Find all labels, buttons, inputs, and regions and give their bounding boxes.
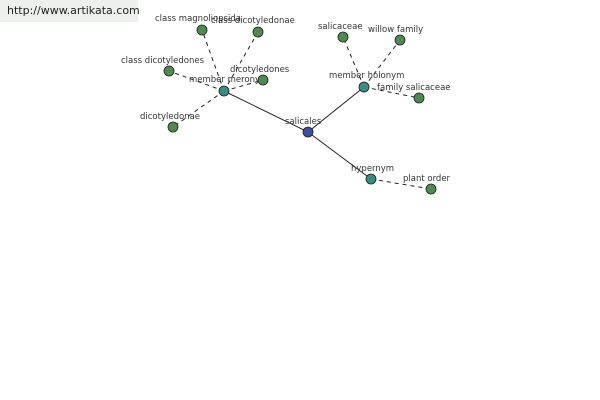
node-label-class-dicotyledonae: class dicotyledonae [211, 16, 295, 26]
node-dicotyledonae[interactable]: dicotyledonae [140, 112, 200, 133]
graph-nodes: salicales member meronym member holonym hyp… [121, 14, 451, 195]
node-hypernym[interactable]: hypernym [351, 164, 394, 185]
edge-member-meronym-to-class-dicotyledones [168, 70, 225, 92]
node-salicales[interactable]: salicales [285, 117, 322, 138]
edge-member-holonym-to-salicaceae [342, 36, 365, 88]
node-label-member-holonym: member holonym [329, 71, 404, 81]
node-label-class-dicotyledones: class dicotyledones [121, 56, 205, 66]
node-label-class-magnoliopsida: class magnoliopsida [155, 14, 241, 24]
watermark-bar: http://www.artikata.com [0, 0, 140, 22]
node-dot-class-dicotyledones[interactable] [163, 65, 175, 77]
node-member-meronym[interactable]: member meronym [189, 75, 268, 97]
edge-salicales-to-member-holonym [307, 86, 365, 133]
node-class-dicotyledones[interactable]: class dicotyledones [121, 56, 205, 77]
edge-salicales-to-member-meronym [223, 90, 309, 133]
node-dot-family-salicaceae[interactable] [413, 92, 425, 104]
node-dot-dicotyledones[interactable] [257, 74, 269, 86]
node-dot-salicales[interactable] [302, 126, 314, 138]
node-dot-member-holonym[interactable] [358, 81, 370, 93]
node-dicotyledones[interactable]: dicotyledones [230, 65, 290, 86]
edge-member-holonym-to-willow-family [363, 39, 401, 88]
node-label-dicotyledonae: dicotyledonae [140, 112, 200, 122]
node-salicaceae[interactable]: salicaceae [318, 22, 363, 43]
node-dot-salicaceae[interactable] [337, 31, 349, 43]
node-dot-plant-order[interactable] [425, 183, 437, 195]
node-dot-member-meronym[interactable] [218, 85, 230, 97]
node-dot-hypernym[interactable] [365, 173, 377, 185]
edge-salicales-to-hypernym [307, 131, 372, 180]
node-label-hypernym: hypernym [351, 164, 394, 174]
graph-edges [168, 29, 432, 190]
edge-member-meronym-to-class-dicotyledonae [223, 31, 259, 92]
node-dot-class-dicotyledonae[interactable] [252, 26, 264, 38]
node-dot-willow-family[interactable] [394, 34, 406, 46]
edge-hypernym-to-plant-order [370, 178, 432, 190]
node-label-salicaceae: salicaceae [318, 22, 363, 32]
node-label-dicotyledones: dicotyledones [230, 65, 290, 75]
node-class-magnoliopsida[interactable]: class magnoliopsida [155, 14, 241, 36]
node-family-salicaceae[interactable]: family salicaceae [377, 83, 451, 104]
node-label-willow-family: willow family [368, 25, 423, 35]
node-dot-class-magnoliopsida[interactable] [196, 24, 208, 36]
node-label-member-meronym: member meronym [189, 75, 268, 85]
node-label-plant-order: plant order [403, 174, 451, 184]
node-label-family-salicaceae: family salicaceae [377, 83, 451, 93]
node-dot-dicotyledonae[interactable] [167, 121, 179, 133]
node-class-dicotyledonae[interactable]: class dicotyledonae [211, 16, 295, 38]
edge-member-meronym-to-class-magnoliopsida [201, 29, 225, 92]
node-plant-order[interactable]: plant order [403, 174, 451, 195]
watermark-text: http://www.artikata.com [7, 4, 140, 17]
edge-member-meronym-to-dicotyledones [223, 79, 264, 92]
node-label-salicales: salicales [285, 117, 322, 127]
node-member-holonym[interactable]: member holonym [329, 71, 404, 93]
node-willow-family[interactable]: willow family [368, 25, 423, 46]
edge-member-holonym-to-family-salicaceae [363, 86, 420, 99]
edge-member-meronym-to-dicotyledonae [172, 90, 225, 128]
